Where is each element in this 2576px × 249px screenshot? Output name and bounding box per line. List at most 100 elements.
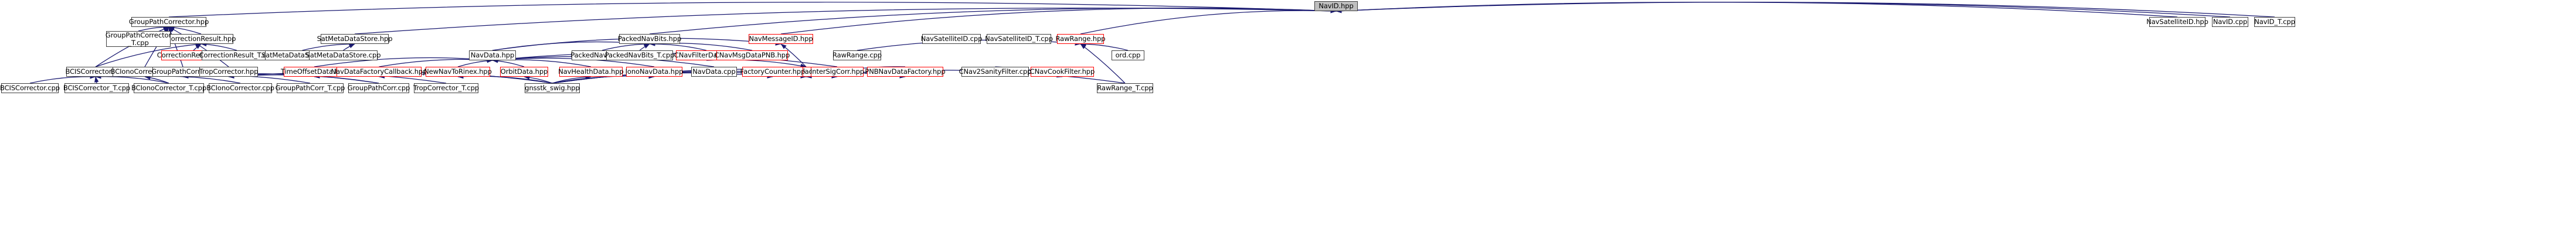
graph-edge (639, 43, 650, 51)
graph-edge (144, 74, 241, 84)
graph-edge (1080, 8, 1337, 35)
graph-node-label: NavMessageID.hpp (749, 35, 813, 43)
graph-node[interactable]: SatMetaDataStore.hpp (317, 34, 393, 44)
graph-node[interactable]: GroupPathCorr.cpp (347, 83, 410, 93)
graph-node[interactable]: PNBNavDataFactory.hpp (865, 67, 946, 77)
graph-node-label: CNavMsgDataPNB.hpp (714, 51, 790, 60)
graph-edge (168, 26, 229, 67)
graph-node[interactable]: NavHealthData.hpp (558, 67, 624, 77)
graph-edge (552, 74, 592, 84)
graph-node[interactable]: NavDataFactoryCallback.hpp (331, 67, 427, 77)
graph-node-label: NavID_T.cpp (2254, 18, 2295, 26)
graph-node-label: BCISCorrector.cpp (0, 84, 60, 93)
graph-node[interactable]: CNav2SanityFilter.cpp (959, 67, 1032, 77)
graph-node[interactable]: NewNavToRinex.hpp (424, 67, 492, 77)
graph-node-label: InterSigCorr.hpp (810, 67, 864, 76)
graph-edge (1335, 2, 2178, 18)
graph-node[interactable]: RawRange.hpp (1055, 34, 1106, 44)
graph-edge (780, 8, 1337, 35)
graph-node[interactable]: NavSatelliteID.hpp (2146, 17, 2208, 27)
graph-node[interactable]: RawRange_T.cpp (1097, 83, 1153, 93)
graph-node-label: NavData.cpp (692, 67, 736, 76)
graph-edge (193, 43, 202, 51)
graph-node[interactable]: GroupPathCorrector _T.cpp (106, 31, 171, 47)
graph-node-label: BCIonoCorrector_T.cpp (131, 84, 207, 93)
graph-edge (1335, 2, 2231, 18)
graph-node[interactable]: CNavCookFilter.hpp (1029, 67, 1095, 77)
graph-edge (457, 58, 493, 67)
graph-node[interactable]: NavData.hpp (469, 50, 516, 60)
graph-node-label: gnsstk_swig.hpp (525, 84, 580, 93)
graph-node-label: ord.cpp (1115, 51, 1141, 60)
graph-edge (343, 43, 355, 51)
graph-node[interactable]: NavMessageID.hpp (749, 34, 813, 44)
graph-node-label: NewNavToRinex.hpp (424, 67, 492, 76)
graph-edge (492, 59, 525, 67)
graph-node-label: NavSatelliteID.cpp (920, 35, 983, 43)
graph-node-label: NavData.hpp (470, 51, 515, 60)
graph-edge (354, 8, 1337, 35)
graph-node-label: NavSatelliteID_T.cpp (985, 35, 1053, 43)
graph-edge (1335, 2, 2275, 18)
graph-node[interactable]: NavID.hpp (1314, 1, 1358, 11)
graph-edge (601, 42, 650, 51)
graph-node-label: PNBNavDataFactory.hpp (865, 67, 946, 76)
graph-node[interactable]: TropCorrector.hpp (199, 67, 258, 77)
graph-node[interactable]: PackedNavBits_T.cpp (605, 50, 674, 60)
graph-node[interactable]: BCISCorrector_T.cpp (63, 83, 130, 93)
graph-node-label: RawRange_T.cpp (1097, 84, 1153, 93)
graph-edge (200, 42, 237, 51)
graph-node-label: OrbitData.hpp (500, 67, 548, 76)
graph-node[interactable]: FactoryCounter.hpp (740, 67, 805, 77)
graph-edge (168, 2, 1337, 18)
graph-node-label: GroupPathCorr.cpp (347, 84, 410, 93)
graph-node[interactable]: IonoNavData.hpp (625, 67, 684, 77)
graph-edge (649, 8, 1337, 35)
graph-node-label: IonoNavData.hpp (625, 67, 684, 76)
graph-node-label: SatMetaDataStore.cpp (305, 51, 381, 60)
graph-node[interactable]: CNavMsgDataPNB.hpp (714, 50, 790, 60)
graph-node[interactable]: SatMetaDataStore.cpp (306, 50, 381, 60)
graph-edge (649, 42, 707, 51)
graph-node-label: NavID.cpp (2213, 18, 2248, 26)
graph-node-label: NavHealthData.hpp (558, 67, 624, 76)
graph-edge (706, 59, 807, 68)
graph-node-label: CNavCookFilter.hpp (1029, 67, 1095, 76)
graph-node[interactable]: ord.cpp (1112, 50, 1144, 60)
graph-edge (649, 41, 753, 51)
graph-node[interactable]: NavSatelliteID.cpp (920, 34, 983, 44)
graph-node[interactable]: NavID_T.cpp (2254, 17, 2295, 27)
graph-node-label: TropCorrector.hpp (199, 67, 259, 76)
graph-node[interactable]: BCIonoCorrector_T.cpp (131, 83, 206, 93)
graph-node[interactable]: NavID.cpp (2212, 17, 2248, 27)
graph-node[interactable]: GroupPathCorr_T.cpp (276, 83, 345, 93)
graph-edge (457, 74, 553, 84)
graph-node[interactable]: gnsstk_swig.hpp (525, 83, 580, 93)
graph-node[interactable]: BCISCorrector.cpp (0, 83, 60, 93)
graph-node[interactable]: TropCorrector_T.cpp (413, 83, 479, 93)
graph-node[interactable]: RawRange.cpp (832, 50, 882, 60)
graph-node-label: GroupPathCorrector _T.cpp (105, 31, 172, 47)
graph-node-label: CNav2SanityFilter.cpp (959, 67, 1032, 76)
graph-node-label: RawRange.hpp (1055, 35, 1106, 43)
graph-node-label: BCISCorrector.hpp (65, 67, 126, 76)
graph-node[interactable]: OrbitData.hpp (500, 67, 548, 77)
graph-edge (94, 76, 99, 84)
graph-edge (168, 25, 202, 35)
graph-node-label: PackedNavBits_T.cpp (604, 51, 675, 60)
graph-node[interactable]: NavSatelliteID_T.cpp (985, 34, 1053, 44)
graph-node-label: CorrectionResult.hpp (166, 35, 236, 43)
graph-node-label: TropCorrector_T.cpp (413, 84, 479, 93)
graph-node[interactable]: BCIonoCorrector.cpp (206, 83, 274, 93)
graph-node[interactable]: CorrectionResult.hpp (166, 34, 236, 44)
graph-node[interactable]: PackedNavBits.hpp (618, 34, 681, 44)
graph-node[interactable]: GroupPathCorrector.hpp (129, 17, 209, 27)
graph-node-label: NavSatelliteID.hpp (2146, 18, 2208, 26)
graph-node-label: GroupPathCorrector.hpp (128, 18, 209, 26)
graph-node[interactable]: NavData.cpp (691, 67, 737, 77)
graph-edge (552, 74, 655, 84)
graph-node-label: NavDataFactoryCallback.hpp (331, 67, 427, 76)
graph-edge (29, 74, 96, 84)
graph-node[interactable]: InterSigCorr.hpp (810, 67, 864, 77)
